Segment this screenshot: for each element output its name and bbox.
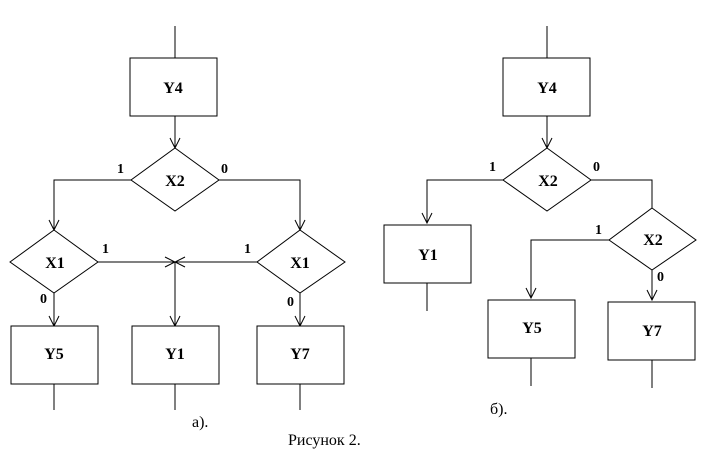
b-y5-label: Y5 (522, 320, 542, 337)
a-y4-label: Y4 (163, 80, 183, 97)
b-x2-top-right-label: 0 (593, 160, 600, 175)
a-x2-left-branch (54, 179, 131, 230)
a-y5-label: Y5 (44, 346, 64, 363)
figure-caption: Рисунок 2. (288, 432, 361, 449)
a-y4-box (129, 57, 218, 117)
b-x2-top-left-label: 1 (489, 160, 496, 175)
b-y1-label: Y1 (418, 247, 438, 264)
b-y4-box (502, 57, 591, 117)
a-y7-box (256, 325, 345, 385)
b-caption: б). (490, 401, 507, 418)
b-x2-second-left-branch (531, 239, 609, 298)
a-caption: а). (192, 414, 208, 431)
a-x2-left-label: 1 (117, 162, 124, 177)
diagram-b: Y4 X2 1 0 Y1 X2 1 0 Y5 Y7 б). (383, 26, 697, 418)
b-x2-top-left-branch (427, 179, 503, 223)
diagram-a: Y4 X2 1 0 X1 X1 1 1 0 0 Y5 (9, 26, 346, 431)
a-x2-right-label: 0 (221, 162, 228, 177)
a-x2-right-branch (219, 179, 300, 230)
b-x2-second-down-label: 0 (657, 270, 664, 285)
b-y7-box (607, 301, 696, 361)
a-y7-label: Y7 (290, 346, 310, 363)
a-y1-box (131, 325, 220, 385)
b-x2-top-diamond (502, 147, 592, 212)
a-x1-left-down-label: 0 (40, 292, 47, 307)
a-y1-label: Y1 (165, 346, 185, 363)
b-x2-second-label: X2 (643, 232, 663, 249)
a-x1-right-left-label: 1 (244, 242, 251, 257)
a-x1-right-down-label: 0 (287, 295, 294, 310)
b-x2-top-label: X2 (538, 173, 558, 190)
a-x2-diamond (130, 147, 220, 212)
b-x2-top-right-branch (591, 179, 653, 208)
b-y5-box (487, 299, 576, 359)
a-x1-left-label: X1 (45, 255, 65, 272)
b-x2-second-left-label: 1 (595, 223, 602, 238)
a-x1-left-right-label: 1 (102, 242, 109, 257)
a-x1-right-label: X1 (290, 255, 310, 272)
b-y7-label: Y7 (642, 323, 662, 340)
b-y4-label: Y4 (537, 80, 557, 97)
a-x2-label: X2 (165, 173, 185, 190)
